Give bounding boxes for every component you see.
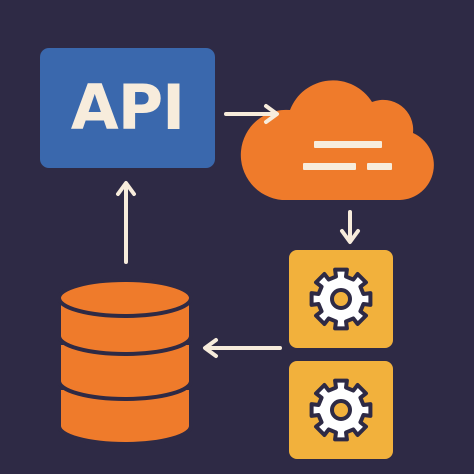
gear-icon <box>309 378 373 442</box>
api-node: API <box>40 48 215 168</box>
arrow-processor-to-database <box>203 338 282 358</box>
gear-hole <box>330 288 352 310</box>
processor-node-1 <box>289 250 393 348</box>
cloud-text-line-3 <box>367 163 392 170</box>
arrow-database-to-api <box>116 181 136 264</box>
api-label: API <box>70 71 185 144</box>
arrow-api-to-cloud <box>224 104 279 124</box>
arrow-cloud-to-processor <box>340 210 360 244</box>
cloud-text-line-1 <box>314 141 382 148</box>
gear-hole <box>330 399 352 421</box>
cloud-text-line-2 <box>303 163 356 170</box>
database-tier-3 <box>57 386 193 446</box>
gear-icon <box>309 267 373 331</box>
database-icon <box>57 278 193 446</box>
database-tier-2 <box>57 341 193 401</box>
processor-node-2 <box>289 361 393 459</box>
cloud-icon <box>240 80 434 200</box>
database-top-cap <box>57 278 193 318</box>
